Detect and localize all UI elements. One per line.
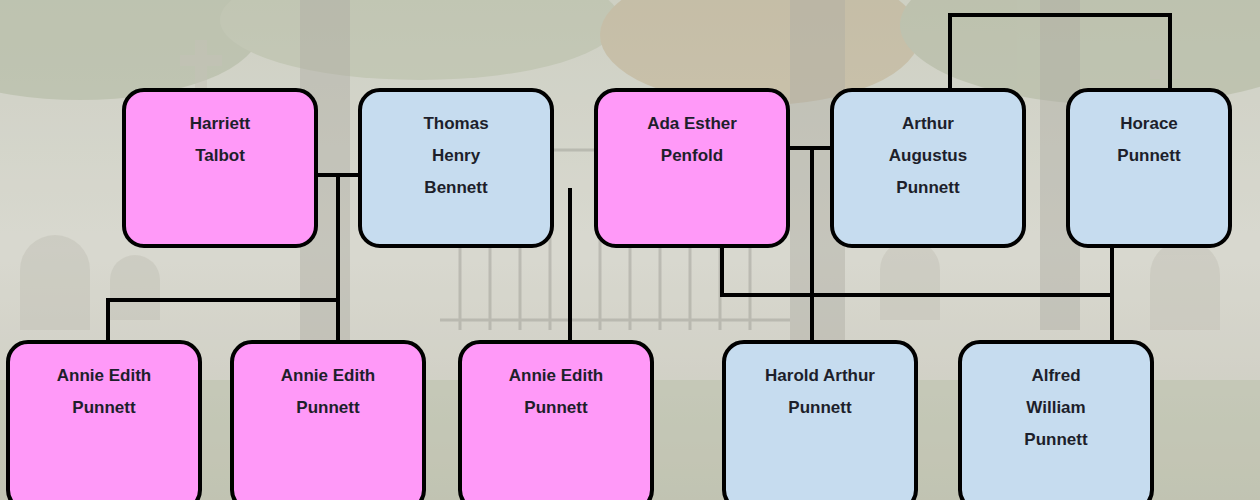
person-name: Harriett Talbot xyxy=(170,108,270,172)
family-line xyxy=(722,248,1112,340)
person-box: Annie Edith Punnett xyxy=(230,340,426,500)
person-name: Annie Edith Punnett xyxy=(39,360,169,424)
person-name: Alfred William Punnett xyxy=(1011,360,1101,456)
person-box: Ada Esther Penfold xyxy=(594,88,790,248)
person-name: Ada Esther Penfold xyxy=(636,108,748,172)
person-name: Horace Punnett xyxy=(1099,108,1199,172)
person-box: Horace Punnett xyxy=(1066,88,1232,248)
person-box: Arthur Augustus Punnett xyxy=(830,88,1026,248)
descent-line xyxy=(568,188,572,340)
person-name: Annie Edith Punnett xyxy=(491,360,621,424)
person-name: Arthur Augustus Punnett xyxy=(883,108,973,204)
family-line xyxy=(950,15,1170,88)
family-line xyxy=(318,175,338,340)
person-name: Thomas Henry Bennett xyxy=(411,108,501,204)
person-box: Alfred William Punnett xyxy=(958,340,1154,500)
person-box: Harold Arthur Punnett xyxy=(722,340,918,500)
person-name: Annie Edith Punnett xyxy=(263,360,393,424)
person-box: Annie Edith Punnett xyxy=(458,340,654,500)
person-name: Harold Arthur Punnett xyxy=(748,360,893,424)
family-line xyxy=(1110,248,1114,340)
family-line xyxy=(338,175,358,340)
family-line xyxy=(812,148,830,340)
person-box: Harriett Talbot xyxy=(122,88,318,248)
person-box: Annie Edith Punnett xyxy=(6,340,202,500)
person-box: Thomas Henry Bennett xyxy=(358,88,554,248)
family-line xyxy=(790,148,812,340)
